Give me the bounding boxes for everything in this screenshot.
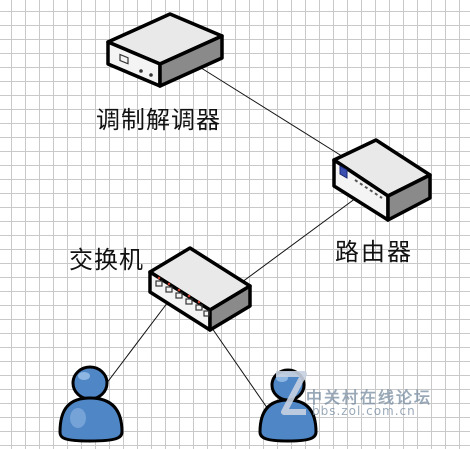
modem-icon bbox=[106, 12, 224, 88]
router-icon bbox=[332, 138, 432, 222]
link-router-switch bbox=[237, 197, 357, 286]
user-icon-left bbox=[58, 365, 124, 443]
link-switch-user-right bbox=[204, 317, 271, 413]
switch-label: 交换机 bbox=[69, 246, 144, 274]
watermark-site-url: bbs.zol.com.cn bbox=[312, 404, 416, 418]
switch-icon bbox=[148, 246, 252, 332]
modem-label: 调制解调器 bbox=[96, 106, 221, 134]
link-modem-router bbox=[197, 65, 346, 159]
link-switch-user-left bbox=[99, 301, 169, 393]
router-label: 路由器 bbox=[335, 238, 413, 266]
watermark-site-name: 中关村在线论坛 bbox=[306, 388, 433, 407]
watermark-z-logo-icon bbox=[276, 371, 307, 415]
